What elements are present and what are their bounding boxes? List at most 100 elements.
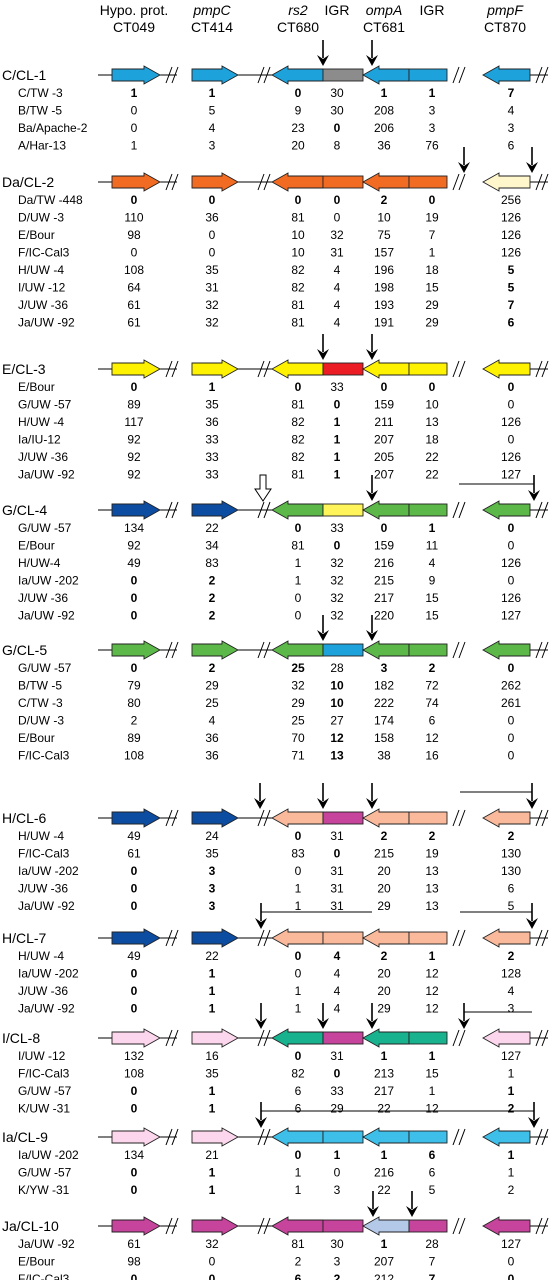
snp-count-cell: 2 — [381, 949, 388, 963]
igr-block — [408, 175, 448, 189]
snp-count-cell: 0 — [131, 1002, 138, 1016]
snp-count-cell: 4 — [334, 984, 341, 998]
gene-arrow — [191, 640, 239, 660]
strain-name: H/UW-4 — [18, 556, 61, 570]
snp-count-cell: 0 — [508, 1255, 515, 1269]
igr-block — [322, 643, 364, 657]
snp-count-cell: 83 — [291, 847, 305, 861]
snp-count-cell: 9 — [295, 104, 302, 118]
snp-count-cell: 31 — [330, 246, 344, 260]
snp-count-cell: 3 — [209, 882, 216, 896]
sequence-break-mark — [452, 809, 460, 827]
down-arrow-icon — [317, 798, 329, 809]
snp-count-cell: 1 — [508, 1067, 515, 1081]
snp-count-cell: 10 — [377, 211, 391, 225]
strain-name: E/Bour — [18, 731, 55, 745]
igr-block — [322, 68, 364, 82]
down-arrow-icon — [255, 918, 267, 929]
snp-count-cell: 82 — [291, 415, 305, 429]
gene-arrow — [482, 1216, 531, 1236]
snp-count-cell: 0 — [131, 1272, 138, 1280]
snp-count-cell: 0 — [334, 539, 341, 553]
snp-count-cell: 0 — [131, 574, 138, 588]
down-arrow-icon — [458, 1018, 470, 1029]
snp-count-cell: 0 — [131, 864, 138, 878]
snp-count-cell: 0 — [131, 1183, 138, 1197]
snp-count-cell: 82 — [291, 1067, 305, 1081]
gene-arrow — [362, 1216, 410, 1236]
snp-count-cell: 4 — [334, 967, 341, 981]
down-arrow-icon — [526, 162, 538, 173]
snp-count-cell: 0 — [508, 1272, 515, 1280]
snp-count-cell: 205 — [374, 450, 394, 464]
snp-count-cell: 33 — [330, 1084, 344, 1098]
snp-count-cell: 6 — [508, 882, 515, 896]
snp-count-cell: 222 — [374, 696, 394, 710]
snp-count-cell: 81 — [291, 1237, 305, 1251]
snp-count-cell: 212 — [374, 1272, 394, 1280]
snp-count-cell: 3 — [429, 121, 436, 135]
snp-count-cell: 2 — [295, 1255, 302, 1269]
snp-count-cell: 92 — [127, 468, 141, 482]
snp-count-cell: 79 — [127, 679, 141, 693]
gene-name-header: Hypo. prot. — [100, 2, 168, 18]
snp-count-cell: 20 — [377, 967, 391, 981]
snp-count-cell: 32 — [330, 591, 344, 605]
snp-count-cell: 18 — [425, 433, 439, 447]
snp-count-cell: 15 — [425, 281, 439, 295]
snp-count-cell: 32 — [205, 316, 219, 330]
sequence-break-mark — [458, 1029, 466, 1047]
snp-count-cell: 0 — [295, 591, 302, 605]
snp-count-cell: 0 — [334, 1067, 341, 1081]
snp-count-cell: 6 — [508, 139, 515, 153]
sequence-break-mark — [535, 929, 543, 947]
igr-block — [408, 1130, 448, 1144]
sequence-break-mark — [458, 809, 466, 827]
strain-name: J/UW -36 — [18, 882, 68, 896]
gene-arrow — [271, 640, 324, 660]
gene-locus-header: CT681 — [363, 19, 405, 35]
sequence-break-mark — [535, 173, 543, 191]
strain-name: G/UW -57 — [18, 398, 72, 412]
snp-count-cell: 1 — [508, 1148, 515, 1162]
snp-count-cell: 6 — [429, 714, 436, 728]
snp-count-cell: 49 — [127, 556, 141, 570]
snp-count-cell: 3 — [508, 1002, 515, 1016]
snp-count-cell: 10 — [330, 679, 344, 693]
snp-count-cell: 36 — [205, 731, 219, 745]
sequence-break-mark — [452, 360, 460, 378]
snp-count-cell: 20 — [377, 984, 391, 998]
gene-arrow — [111, 640, 161, 660]
snp-count-cell: 130 — [501, 847, 521, 861]
snp-count-cell: 98 — [127, 1255, 141, 1269]
snp-count-cell: 159 — [374, 398, 394, 412]
igr-block — [322, 175, 364, 189]
snp-count-cell: 82 — [291, 450, 305, 464]
snp-count-cell: 126 — [501, 450, 521, 464]
gene-arrow — [111, 359, 161, 379]
snp-count-cell: 158 — [374, 731, 394, 745]
strain-name: H/UW -4 — [18, 949, 64, 963]
snp-count-cell: 126 — [501, 228, 521, 242]
snp-count-cell: 7 — [508, 86, 515, 100]
sequence-break-mark — [165, 809, 173, 827]
snp-count-cell: 159 — [374, 539, 394, 553]
snp-count-cell: 18 — [425, 263, 439, 277]
strain-name: Ja/UW -92 — [18, 609, 75, 623]
snp-count-cell: 35 — [205, 398, 219, 412]
sequence-break-mark — [541, 809, 549, 827]
cluster-label: G/CL-4 — [2, 502, 47, 518]
snp-count-cell: 0 — [508, 539, 515, 553]
snp-count-cell: 0 — [429, 193, 436, 207]
snp-count-cell: 0 — [295, 864, 302, 878]
